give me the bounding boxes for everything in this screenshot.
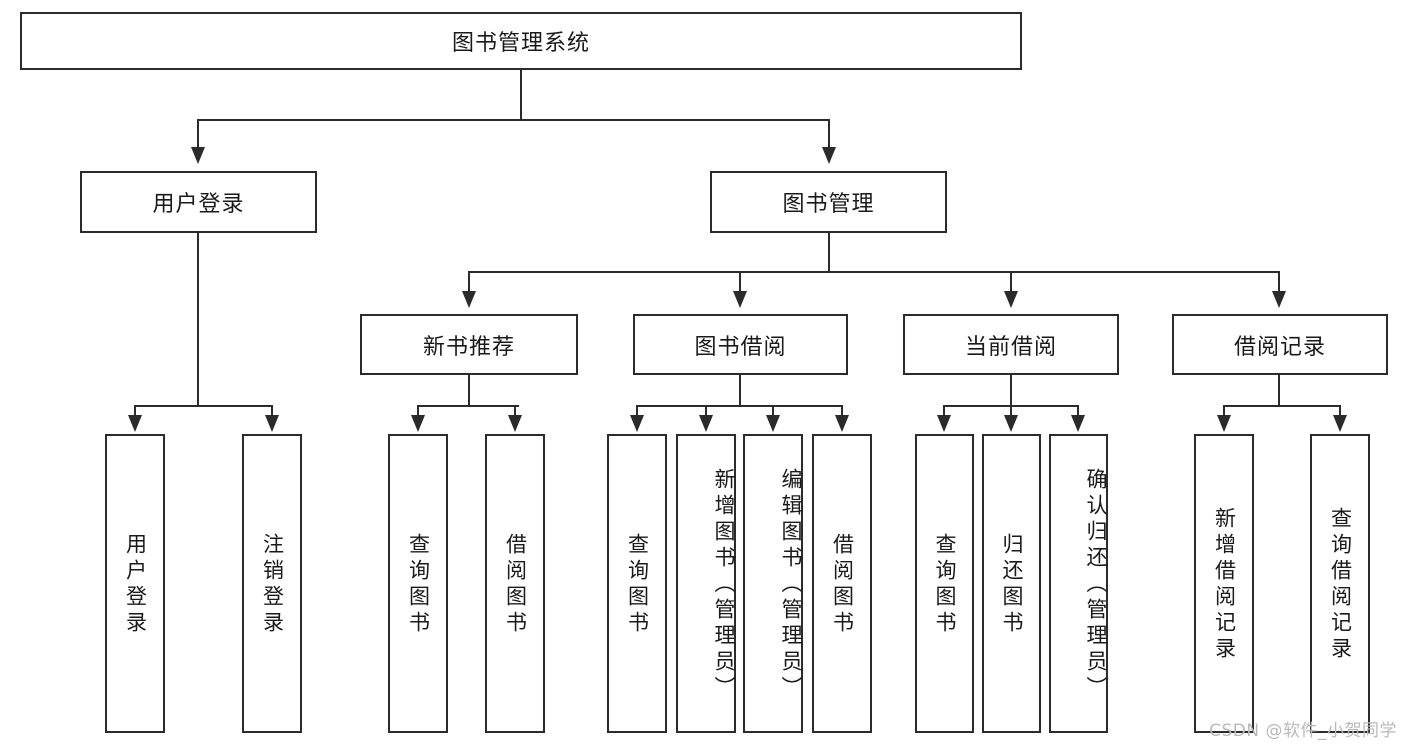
leaf-label: 查询图书: [625, 532, 650, 637]
edge-book-manage-trunk: [828, 233, 830, 273]
arrow-nbr-leaf1: [411, 415, 425, 432]
edge-borrow-record-trunk: [1278, 375, 1280, 407]
edge-br-leaf2: [1339, 405, 1341, 417]
edge-to-new-book-rec: [468, 271, 470, 293]
arrow-cb-leaf3: [1071, 415, 1085, 432]
edge-cb-leaf3: [1077, 405, 1079, 417]
arrow-bb-leaf3: [766, 415, 780, 432]
edge-bb-leaf3: [772, 405, 774, 417]
arrow-bb-leaf4: [835, 415, 849, 432]
node-user-login[interactable]: 用户登录: [80, 171, 317, 233]
edge-user-login-bus: [134, 405, 273, 407]
leaf-edit-book-admin[interactable]: 编辑图书（管理员）: [743, 434, 803, 733]
node-label: 借阅记录: [1233, 334, 1326, 360]
node-label: 图书借阅: [694, 334, 787, 360]
node-book-management[interactable]: 图书管理: [710, 171, 947, 233]
edge-level3-bus: [468, 271, 1279, 273]
leaf-borrow-book-rec[interactable]: 借阅图书: [485, 434, 545, 733]
edge-book-borrow-trunk: [739, 375, 741, 407]
leaf-add-book-admin[interactable]: 新增图书（管理员）: [676, 434, 736, 733]
leaf-label: 查询借阅记录: [1328, 506, 1353, 663]
edge-new-book-rec-bus: [417, 405, 519, 407]
edge-user-login-to-leaf1: [134, 405, 136, 417]
leaf-label: 新增借阅记录: [1212, 506, 1237, 663]
node-book-borrowing[interactable]: 图书借阅: [633, 314, 848, 375]
edge-cb-leaf2: [1010, 405, 1012, 417]
leaf-query-book-borrow[interactable]: 查询图书: [607, 434, 667, 733]
node-current-borrowing[interactable]: 当前借阅: [903, 314, 1119, 375]
edge-nbr-leaf1: [417, 405, 419, 417]
leaf-label: 注销登录: [260, 532, 285, 637]
edge-cb-leaf1: [943, 405, 945, 417]
edge-root-to-book-manage: [828, 119, 830, 149]
arrow-to-borrow-record: [1272, 291, 1286, 308]
leaf-borrow-book[interactable]: 借阅图书: [812, 434, 872, 733]
arrow-cb-leaf1: [937, 415, 951, 432]
arrow-nbr-leaf2: [508, 415, 522, 432]
arrow-br-leaf2: [1333, 415, 1347, 432]
leaf-query-book-rec[interactable]: 查询图书: [388, 434, 448, 733]
edge-root-trunk: [520, 70, 522, 120]
edge-nbr-leaf2: [514, 405, 516, 417]
edge-borrow-record-bus: [1223, 405, 1340, 407]
leaf-label: 查询图书: [406, 532, 431, 637]
leaf-user-login[interactable]: 用户登录: [105, 434, 165, 733]
edge-current-borrow-trunk: [1010, 375, 1012, 407]
node-root-system[interactable]: 图书管理系统: [20, 12, 1022, 70]
edge-user-login-to-leaf2: [271, 405, 273, 417]
leaf-query-book-current[interactable]: 查询图书: [915, 434, 974, 733]
leaf-logout-login[interactable]: 注销登录: [242, 434, 302, 733]
edge-root-bus: [198, 119, 830, 121]
leaf-label: 编辑图书（管理员）: [779, 467, 803, 702]
arrow-br-leaf1: [1217, 415, 1231, 432]
leaf-add-borrow-record[interactable]: 新增借阅记录: [1194, 434, 1254, 733]
node-label: 图书管理系统: [451, 31, 590, 56]
arrow-to-new-book-rec: [462, 291, 476, 308]
edge-bb-leaf2: [705, 405, 707, 417]
leaf-label: 借阅图书: [830, 532, 855, 637]
edge-book-borrow-bus: [636, 405, 843, 407]
edge-to-book-borrow: [739, 271, 741, 293]
node-new-book-recommendation[interactable]: 新书推荐: [360, 314, 578, 375]
node-label: 当前借阅: [964, 334, 1057, 360]
arrow-bb-leaf2: [699, 415, 713, 432]
node-borrow-records[interactable]: 借阅记录: [1172, 314, 1388, 375]
edge-bb-leaf1: [636, 405, 638, 417]
arrow-to-current-borrow: [1004, 291, 1018, 308]
leaf-return-book[interactable]: 归还图书: [982, 434, 1041, 733]
edge-user-login-trunk: [197, 233, 199, 407]
edge-root-to-user-login: [197, 119, 199, 149]
edge-bb-leaf4: [841, 405, 843, 417]
leaf-confirm-return-admin[interactable]: 确认归还（管理员）: [1049, 434, 1108, 733]
watermark-text: CSDN @软件_小贺同学: [1209, 721, 1397, 741]
node-label: 新书推荐: [422, 334, 515, 360]
leaf-label: 用户登录: [123, 532, 148, 637]
arrow-root-to-book-manage: [822, 147, 836, 164]
node-label: 用户登录: [152, 192, 245, 217]
arrow-cb-leaf2: [1004, 415, 1018, 432]
leaf-label: 借阅图书: [503, 532, 528, 637]
edge-to-borrow-record: [1278, 271, 1280, 293]
leaf-label: 归还图书: [1000, 532, 1024, 637]
edge-br-leaf1: [1223, 405, 1225, 417]
arrow-to-book-borrow: [733, 291, 747, 308]
leaf-label: 查询图书: [933, 532, 957, 637]
leaf-label: 新增图书（管理员）: [712, 467, 736, 702]
edge-new-book-rec-trunk: [468, 375, 470, 407]
arrow-user-login-to-leaf1: [128, 415, 142, 432]
edge-to-current-borrow: [1010, 271, 1012, 293]
leaf-query-borrow-record[interactable]: 查询借阅记录: [1310, 434, 1370, 733]
arrow-root-to-user-login: [191, 147, 205, 164]
arrow-user-login-to-leaf2: [265, 415, 279, 432]
arrow-bb-leaf1: [630, 415, 644, 432]
leaf-label: 确认归还（管理员）: [1084, 467, 1108, 702]
node-label: 图书管理: [782, 192, 875, 217]
